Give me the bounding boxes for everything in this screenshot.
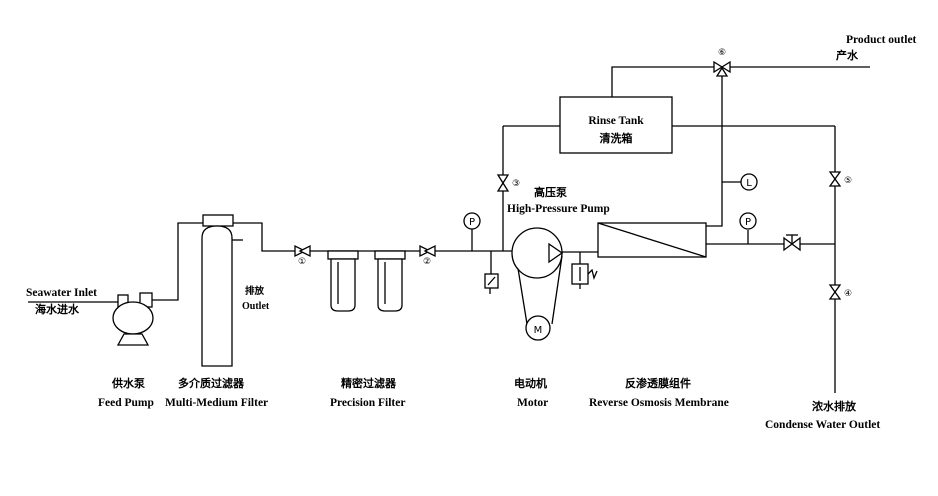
rinse-tank-box bbox=[559, 96, 673, 154]
rinse-fill-pipe bbox=[611, 66, 714, 97]
valve-3 bbox=[496, 174, 510, 192]
valve-4-number: ④ bbox=[844, 289, 852, 299]
high-pressure-pump: M bbox=[511, 227, 564, 341]
valve-1 bbox=[294, 244, 311, 258]
precision-filter-right-head bbox=[374, 250, 406, 260]
level-gauge: L bbox=[740, 173, 758, 191]
valve-3-bottom bbox=[496, 181, 510, 192]
valve-4 bbox=[828, 284, 842, 300]
precision-filter-left bbox=[327, 250, 359, 312]
mmf-valve-head bbox=[202, 214, 234, 227]
pressure-gauge-concentrate-label: P bbox=[745, 217, 751, 228]
ro-membrane-diagonal bbox=[597, 222, 707, 258]
rinse-tank-en-label: Rinse Tank bbox=[588, 115, 644, 127]
drain-cn-label: 排放 bbox=[245, 285, 265, 297]
ro-membrane-en-label: Reverse Osmosis Membrane bbox=[589, 397, 729, 409]
drain-en-label: Outlet bbox=[242, 301, 270, 312]
feed-pump-cn-label: 供水泵 bbox=[111, 376, 145, 390]
valve-1-right bbox=[298, 244, 311, 258]
control-valve-left bbox=[783, 236, 794, 252]
mmf-en-label: Multi-Medium Filter bbox=[165, 397, 268, 409]
mmf-cn-label: 多介质过滤器 bbox=[178, 376, 245, 390]
motor-body bbox=[525, 315, 551, 341]
valve-2-number: ② bbox=[423, 257, 431, 267]
valve-2 bbox=[419, 244, 436, 258]
feed-pump bbox=[112, 292, 154, 346]
concentrate-control-valve bbox=[783, 234, 801, 252]
precision-filter-en-label: Precision Filter bbox=[330, 397, 405, 409]
permeate-riser-pipe bbox=[706, 74, 723, 227]
level-gauge-label: L bbox=[746, 178, 752, 189]
rinse-tank bbox=[559, 96, 673, 154]
valve-5-top bbox=[828, 171, 842, 181]
product-outlet-en-label: Product outlet bbox=[846, 34, 917, 46]
pressure-switch bbox=[484, 273, 499, 294]
ro-membrane-cn-label: 反渗透膜组件 bbox=[625, 376, 691, 390]
valve-6-number: ⑥ bbox=[718, 48, 726, 58]
precision-filter-right bbox=[374, 250, 406, 312]
mmf-outlet-pipe bbox=[232, 222, 300, 252]
feed-pump-base bbox=[116, 333, 150, 346]
product-outlet-cn-label: 产水 bbox=[836, 48, 859, 62]
level-gauge-dial bbox=[740, 173, 758, 191]
multi-medium-filter bbox=[201, 214, 243, 367]
motor-symbol: M bbox=[534, 325, 543, 336]
precision-filter-left-head bbox=[327, 250, 359, 260]
relief-valve bbox=[571, 263, 598, 289]
control-valve-right bbox=[790, 236, 801, 252]
condense-outlet-cn-label: 浓水排放 bbox=[812, 399, 857, 413]
valve-5-bottom bbox=[828, 177, 842, 187]
pressure-switch-contact bbox=[487, 276, 496, 286]
valve-6-left bbox=[713, 60, 724, 74]
condense-outlet-en-label: Condense Water Outlet bbox=[765, 419, 880, 431]
valve-4-top bbox=[828, 284, 842, 294]
valve-6-right bbox=[720, 60, 731, 74]
mmf-vessel bbox=[201, 225, 233, 367]
rinse-tank-cn-label: 清洗箱 bbox=[600, 131, 633, 145]
seawater-inlet-cn-label: 海水进水 bbox=[35, 302, 80, 316]
pressure-gauge-concentrate-dial bbox=[739, 212, 757, 230]
valve-1-number: ① bbox=[298, 257, 306, 267]
hp-pump-cn-label: 高压泵 bbox=[534, 185, 567, 199]
seawater-inlet-en-label: Seawater Inlet bbox=[26, 287, 97, 299]
motor-cn-label: 电动机 bbox=[514, 376, 547, 390]
text-labels: Seawater Inlet 海水进水 供水泵 Feed Pump 多介质过滤器… bbox=[26, 34, 917, 431]
pressure-gauge-suction: P bbox=[463, 212, 481, 230]
relief-valve-spring bbox=[587, 268, 598, 281]
pressure-gauge-suction-label: P bbox=[469, 217, 475, 228]
feed-pump-en-label: Feed Pump bbox=[98, 397, 154, 409]
feed-pump-discharge-pipe bbox=[150, 222, 203, 301]
valve-6 bbox=[713, 60, 731, 77]
valve-5-number: ⑤ bbox=[844, 176, 852, 186]
precision-filter-cn-label: 精密过滤器 bbox=[341, 376, 397, 390]
valve-3-number: ③ bbox=[512, 179, 520, 189]
valve-2-right bbox=[423, 244, 436, 258]
pressure-gauge-concentrate: P bbox=[739, 212, 757, 230]
valve-3-top bbox=[496, 174, 510, 185]
precision-filter-right-housing bbox=[377, 258, 403, 312]
feed-pump-body bbox=[112, 301, 154, 335]
pipe-network bbox=[28, 66, 870, 393]
valve-4-bottom bbox=[828, 290, 842, 300]
valve-5 bbox=[828, 171, 842, 187]
hp-pump-discharge-triangle bbox=[548, 242, 564, 264]
valve-6-bottom bbox=[715, 66, 729, 77]
pressure-gauge-suction-dial bbox=[463, 212, 481, 230]
motor-en-label: Motor bbox=[517, 397, 548, 409]
hp-pump-en-label: High-Pressure Pump bbox=[507, 203, 610, 215]
ro-membrane bbox=[597, 222, 707, 258]
precision-filter-left-housing bbox=[330, 258, 356, 312]
